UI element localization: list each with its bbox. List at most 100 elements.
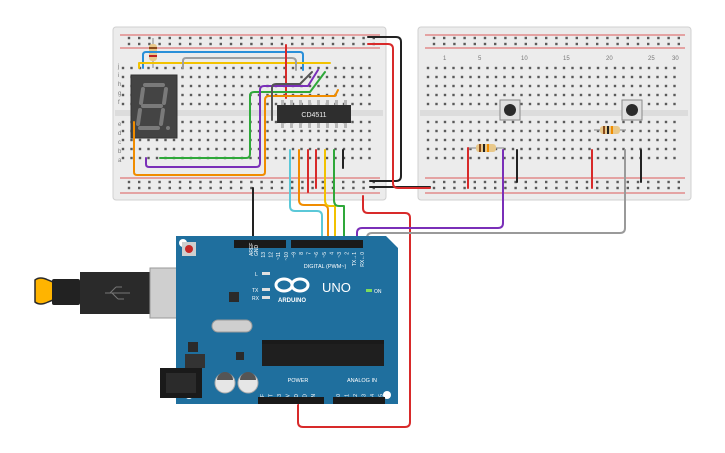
wire-red-power <box>367 43 431 189</box>
svg-text:10: 10 <box>521 56 528 62</box>
svg-text:d: d <box>118 131 121 137</box>
power-label: POWER <box>288 378 309 384</box>
power-pin-label-5v: 5V <box>286 393 292 400</box>
svg-text:30: 30 <box>672 56 679 62</box>
resistor-button-2 <box>594 126 626 134</box>
pin-label-tx1: TX→1 <box>352 252 358 266</box>
pin-label-13: 13 <box>261 252 267 258</box>
svg-text:e: e <box>118 122 122 128</box>
column-numbers: 1 5 10 15 20 25 30 <box>443 56 679 62</box>
power-header <box>258 397 385 404</box>
digital-header <box>234 240 363 248</box>
pin-label-6: ~6 <box>314 252 320 258</box>
brand-label: ARDUINO <box>278 298 306 304</box>
wire-blue <box>142 51 304 71</box>
wire-orange <box>133 89 339 176</box>
row-letters-bottom: e d c b a <box>118 122 122 164</box>
wire-purple <box>145 69 319 168</box>
voltage-regulator <box>185 354 205 368</box>
right-board-wires <box>467 147 642 189</box>
wire-black-top <box>367 36 402 182</box>
center-channel <box>420 110 688 116</box>
pin-label-5: ~5 <box>322 252 328 258</box>
atmega-chip <box>262 340 384 366</box>
svg-text:i: i <box>118 73 119 79</box>
seven-segment-display <box>130 74 178 139</box>
decimal-point-icon <box>166 126 170 130</box>
wire-yellow <box>138 62 331 69</box>
svg-text:j: j <box>117 64 119 70</box>
wire-purple-2 <box>356 149 504 247</box>
onboard-leds: L TX RX <box>252 272 270 302</box>
digit-eight-icon <box>136 83 168 130</box>
svg-text:g: g <box>118 91 121 97</box>
svg-text:20: 20 <box>606 56 613 62</box>
wire-red-5v <box>297 195 411 428</box>
model-label: UNO <box>322 280 351 295</box>
svg-text:a: a <box>118 158 122 164</box>
led-rx-label: RX <box>252 296 260 302</box>
pin-label-8: 8 <box>299 252 305 255</box>
arduino-wires <box>252 36 626 428</box>
analog-pin-label-a2: A2 <box>353 394 359 400</box>
wire-dark-gray <box>271 71 313 121</box>
pin-label-10: ~10 <box>284 252 290 261</box>
chip-pins <box>281 100 347 128</box>
on-label: ON <box>374 289 382 295</box>
svg-text:h: h <box>118 82 121 88</box>
analog-pin-label-a0: A0 <box>336 394 342 400</box>
led-tx-label: TX <box>252 288 259 294</box>
arduino-logo-icon <box>274 277 310 293</box>
row-letters-top: j i h g f <box>117 64 121 106</box>
wire-cyan <box>289 149 323 247</box>
small-chip <box>229 292 239 302</box>
push-button-1[interactable] <box>499 99 521 121</box>
wire-orange-2 <box>298 149 329 247</box>
analog-label: ANALOG IN <box>347 378 377 384</box>
wire-gray-2 <box>366 149 626 247</box>
wire-green-2 <box>333 149 345 247</box>
aref-label: AREF <box>249 243 255 256</box>
pin-label-3: ~3 <box>337 252 343 258</box>
small-chip <box>188 342 198 352</box>
svg-text:5: 5 <box>478 56 482 62</box>
pin-label-9: ~9 <box>291 252 297 258</box>
svg-text:15: 15 <box>563 56 570 62</box>
pin-label-7: 7 <box>307 252 313 255</box>
capacitors <box>214 372 259 394</box>
hole-grid <box>426 36 680 190</box>
analog-pin-label-a1: A1 <box>345 394 351 400</box>
svg-text:f: f <box>118 100 120 106</box>
reset-button[interactable] <box>182 242 196 256</box>
cd4511-chip: CD4511 <box>277 100 351 128</box>
pin-label-11: ~11 <box>276 252 282 260</box>
on-led <box>366 289 372 292</box>
pin-label-4: 4 <box>329 252 335 255</box>
crystal-oscillator <box>211 319 253 333</box>
pin-label-12: 12 <box>269 252 275 258</box>
svg-text:b: b <box>118 149 122 155</box>
analog-pin-label-a3: A3 <box>362 394 368 400</box>
wire-gray <box>182 57 297 71</box>
breadboard-wires <box>133 44 339 176</box>
small-chip <box>236 352 244 360</box>
dc-jack <box>160 368 202 398</box>
gnd-label: GND <box>254 245 260 257</box>
resistor-button-1 <box>468 144 504 152</box>
analog-pin-label-a5: A5 <box>379 394 385 400</box>
wire-green <box>159 71 326 159</box>
analog-pin-label-a4: A4 <box>370 394 376 400</box>
pin-label-rx0: RX←0 <box>360 252 366 267</box>
led-l-label: L <box>255 272 258 278</box>
usb-icon <box>105 286 130 300</box>
breadboard-right: 1 5 10 15 20 25 30 <box>417 26 692 201</box>
svg-text:25: 25 <box>648 56 655 62</box>
svg-text:1: 1 <box>443 56 447 62</box>
push-button-2[interactable] <box>621 99 643 121</box>
svg-text:c: c <box>118 140 121 146</box>
digital-label: DIGITAL (PWM~) <box>304 264 347 270</box>
analog-pin-labels: A0A1A2A3A4A5 <box>336 394 385 400</box>
